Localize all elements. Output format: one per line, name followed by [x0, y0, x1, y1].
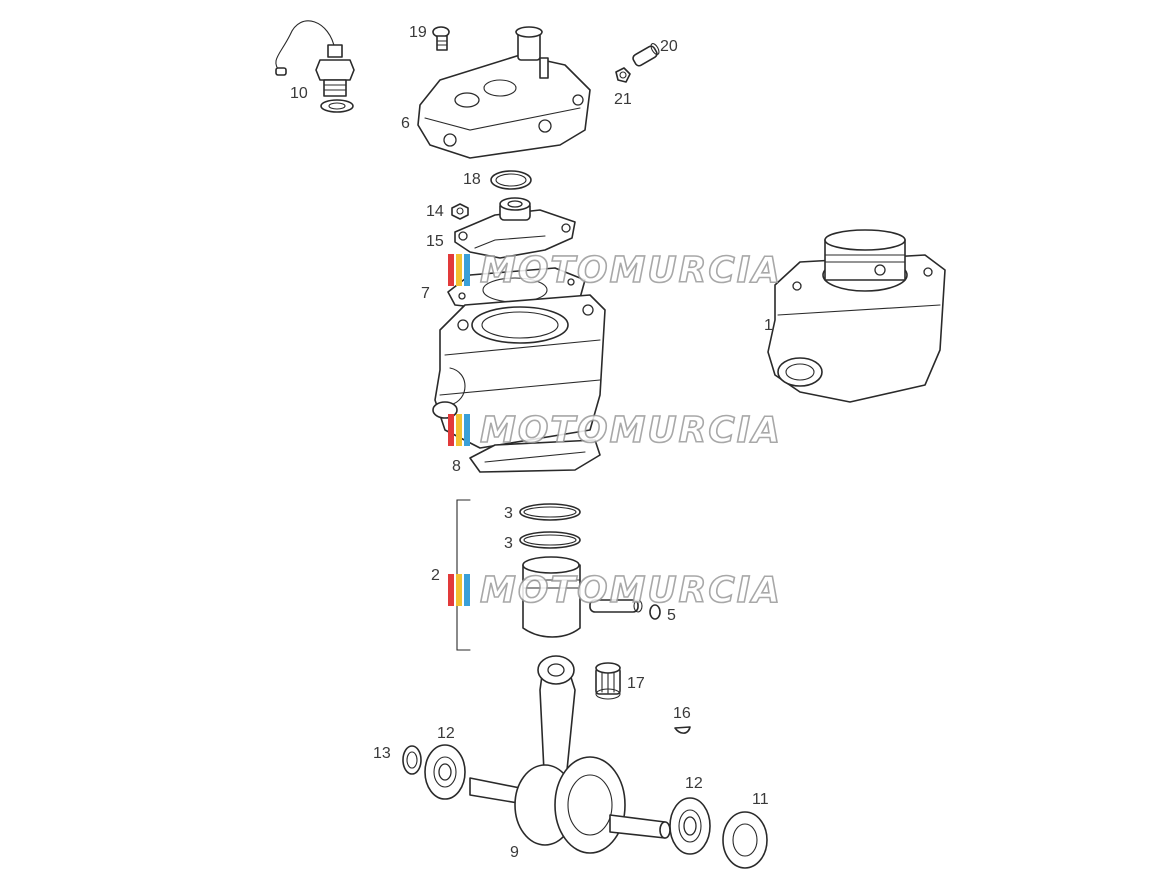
watermark-text: MOTOMURCIA [479, 249, 783, 292]
callout-12-right: 12 [685, 775, 703, 792]
part-9-crankshaft [469, 655, 671, 854]
part-3-piston-ring-lower [519, 531, 581, 549]
watermark-middle: MOTOMURCIA [446, 409, 781, 452]
callout-11: 11 [752, 791, 769, 808]
part-11-oil-seal [722, 811, 768, 869]
part-20-sleeve [632, 43, 660, 67]
callout-15: 15 [426, 233, 444, 250]
part-12-bearing-left [424, 744, 466, 800]
watermark-bar-red [448, 414, 454, 446]
part-2-piston [522, 556, 643, 638]
callout-13: 13 [373, 745, 391, 762]
callout-20: 20 [660, 38, 678, 55]
watermark-bar-yellow [456, 414, 462, 446]
callout-3-lower: 3 [504, 535, 513, 552]
watermark-top: MOTOMURCIA [446, 249, 781, 292]
part-13-oil-seal [402, 745, 422, 775]
watermark-bar-red [448, 254, 454, 286]
callout-8: 8 [452, 458, 461, 475]
watermark-text: MOTOMURCIA [479, 569, 783, 612]
part-16-key [674, 726, 691, 734]
callout-18: 18 [463, 171, 481, 188]
part-18-o-ring [490, 170, 532, 190]
callout-10: 10 [290, 85, 308, 102]
callout-12-left: 12 [437, 725, 455, 742]
callout-17: 17 [627, 675, 645, 692]
callout-19: 19 [409, 24, 427, 41]
callout-16: 16 [673, 705, 691, 722]
callout-7: 7 [421, 285, 430, 302]
watermark-bar-yellow [456, 574, 462, 606]
callout-9: 9 [510, 844, 519, 861]
watermark-bottom: MOTOMURCIA [446, 569, 781, 612]
watermark-bar-blue [464, 254, 470, 286]
callout-14: 14 [426, 203, 444, 220]
callout-3-upper: 3 [504, 505, 513, 522]
part-6-head-cover [417, 26, 591, 159]
part-14-nut [451, 203, 469, 220]
part-8-cylinder [432, 294, 606, 473]
callout-5: 5 [667, 607, 676, 624]
part-19-bolt [432, 26, 450, 51]
part-10-temperature-sensor [275, 20, 355, 113]
watermark-text: MOTOMURCIA [479, 409, 783, 452]
watermark-bar-blue [464, 414, 470, 446]
callout-1: 1 [764, 317, 773, 334]
watermark-bar-yellow [456, 254, 462, 286]
callout-2: 2 [431, 567, 440, 584]
part-5-circlip [649, 604, 661, 620]
part-17-needle-bearing [595, 662, 621, 700]
part-12-bearing-right [669, 797, 711, 855]
watermark-bar-red [448, 574, 454, 606]
callout-6: 6 [401, 115, 410, 132]
part-1-cylinder-kit [767, 229, 946, 403]
part-15-cylinder-head [454, 197, 576, 259]
callout-21: 21 [614, 91, 632, 108]
part-3-piston-ring-upper [519, 503, 581, 521]
watermark-bar-blue [464, 574, 470, 606]
part-21-nut [615, 67, 631, 83]
